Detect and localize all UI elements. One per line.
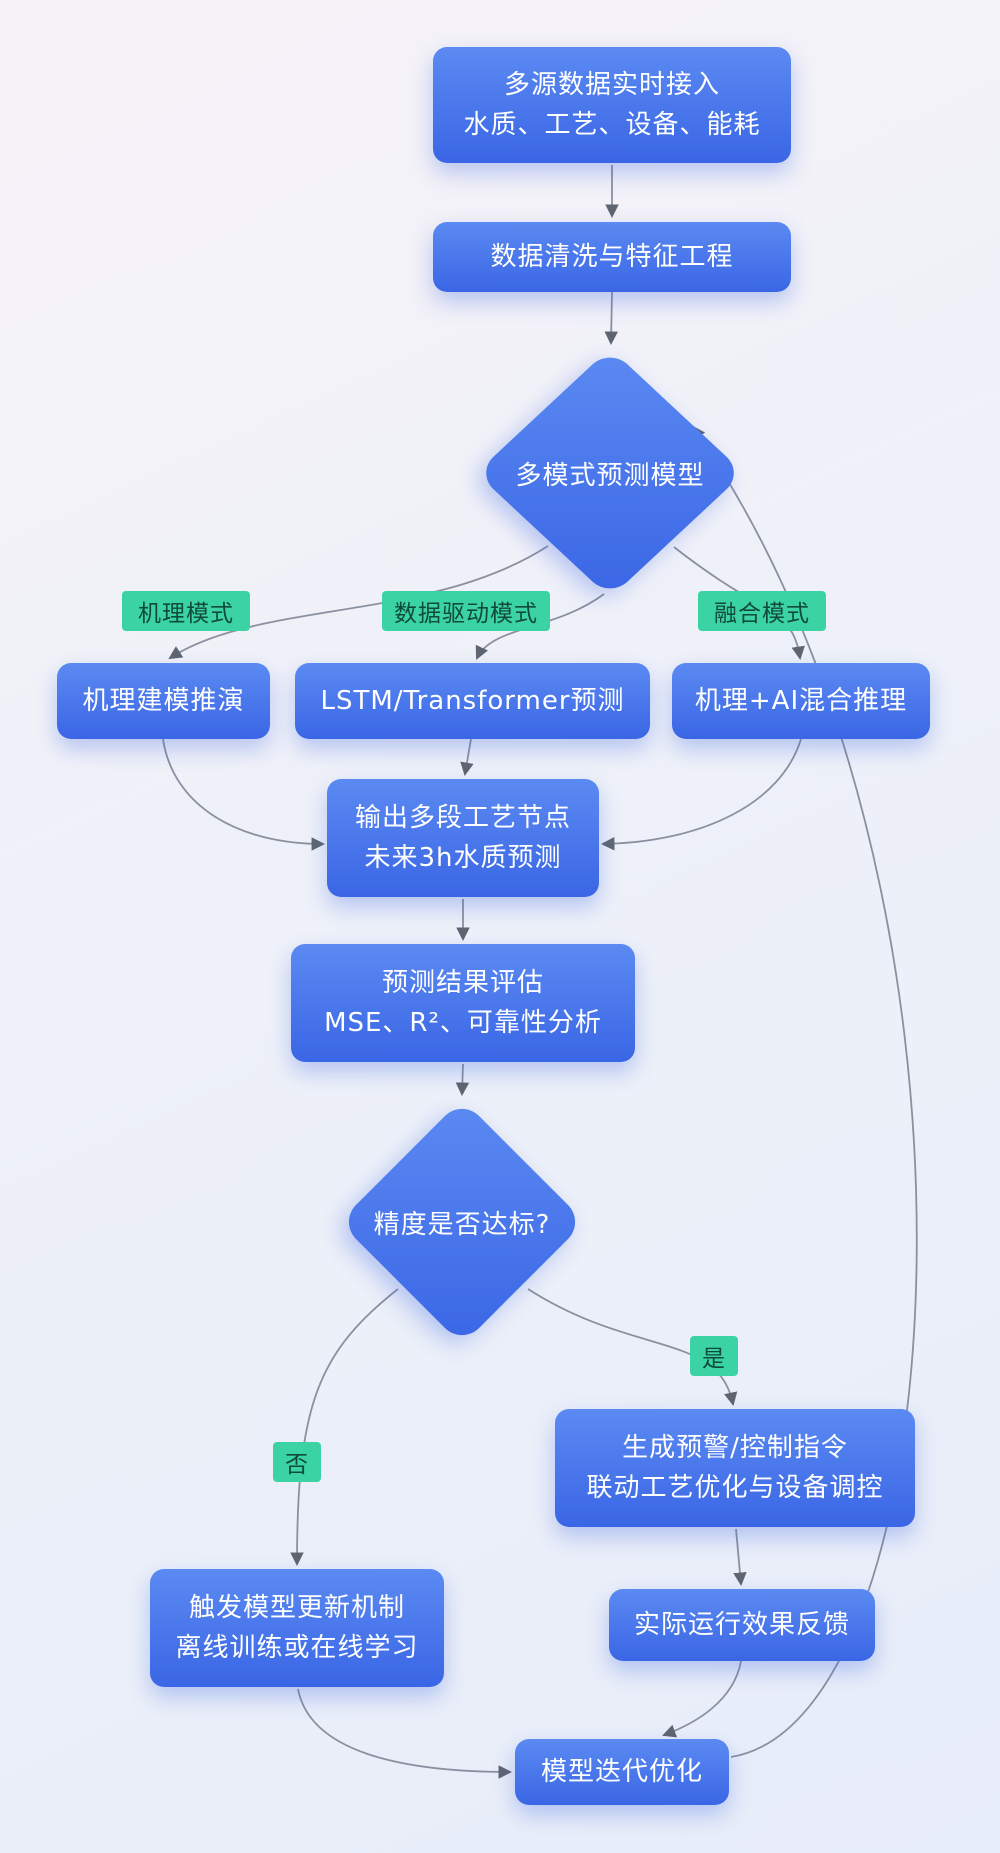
node-runtime-feedback: 实际运行效果反馈 [609,1589,875,1661]
edge-label-mechanism-mode: 机理模式 [122,591,250,631]
node-text-line: MSE、R²、可靠性分析 [324,1008,602,1038]
edge-label-no: 否 [273,1442,321,1482]
node-datadriven-branch: LSTM/Transformer预测 [295,663,650,739]
node-evaluation: 预测结果评估 MSE、R²、可靠性分析 [291,944,635,1062]
node-text-line: 触发模型更新机制 [188,1593,405,1623]
node-text-line: 多源数据实时接入 [503,70,720,100]
node-fusion-branch: 机理+AI混合推理 [672,663,930,739]
edge-label-fusion-mode: 融合模式 [698,591,826,631]
edge-retrain-to-iterate [297,1688,513,1779]
node-text-line: 联动工艺优化与设备调控 [586,1473,884,1503]
node-output-prediction: 输出多段工艺节点 未来3h水质预测 [327,779,599,897]
node-model-iteration: 模型迭代优化 [515,1739,729,1805]
edge-feedback-to-iterate [662,1660,742,1738]
node-text-line: 精度是否达标? [373,1209,551,1240]
edge-label-yes: 是 [690,1336,738,1376]
node-data-cleaning: 数据清洗与特征工程 [433,222,791,292]
node-text-line: 离线训练或在线学习 [175,1633,419,1663]
node-mechanism-branch: 机理建模推演 [57,663,270,739]
edge-check-no-to-retrain [290,1288,399,1567]
edge-check-yes-to-alert [527,1288,738,1406]
edge-label-datadriven-mode: 数据驱动模式 [382,591,550,631]
node-data-ingest: 多源数据实时接入 水质、工艺、设备、能耗 [433,47,791,163]
node-text-line: 实际运行效果反馈 [633,1610,850,1640]
node-text-line: 模型迭代优化 [540,1757,703,1787]
node-multimode-decision: 多模式预测模型 [475,348,745,598]
edge-alert-to-feedback [733,1528,747,1587]
edge-multimode-to-mechanism [168,545,549,660]
edge-fusion-to-output [600,738,802,851]
node-text-line: 多模式预测模型 [515,460,705,491]
node-accuracy-decision: 精度是否达标? [338,1098,586,1346]
edge-mechanism-to-output [162,738,326,851]
node-alert-control: 生成预警/控制指令 联动工艺优化与设备调控 [555,1409,915,1527]
edge-clean-to-multimode [604,291,618,346]
node-text-line: 机理建模推演 [82,686,245,716]
node-text-line: 未来3h水质预测 [364,843,562,873]
node-text-line: 水质、工艺、设备、能耗 [463,110,761,140]
node-model-retrain: 触发模型更新机制 离线训练或在线学习 [150,1569,444,1687]
node-text-line: 生成预警/控制指令 [622,1433,848,1463]
edge-evaluate-to-check [455,1063,470,1097]
node-text-line: 输出多段工艺节点 [354,803,571,833]
edge-iterate-feedback-to-multimode [691,425,918,1758]
node-text-line: 数据清洗与特征工程 [490,242,734,272]
edge-datadriven-to-output [460,738,474,776]
node-text-line: 机理+AI混合推理 [694,686,908,716]
node-text-line: 预测结果评估 [381,968,544,998]
node-text-line: LSTM/Transformer预测 [320,686,625,716]
